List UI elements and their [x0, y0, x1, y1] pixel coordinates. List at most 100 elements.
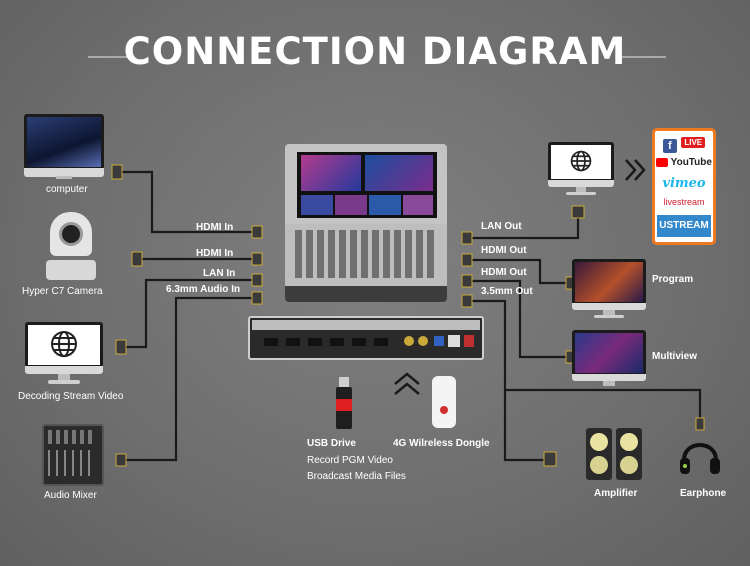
program-neck [603, 310, 615, 315]
cable-computer-hdmi [120, 170, 254, 234]
plug-lan-stream [571, 205, 585, 219]
rear-audio-jack [404, 336, 414, 346]
multiview-chin [572, 374, 646, 381]
double-chevron-up-icon [394, 372, 420, 395]
multiview-neck [603, 381, 615, 386]
cable-lan-out [470, 215, 580, 240]
dongle-logo [440, 406, 448, 414]
youtube-logo: YouTube [655, 157, 713, 168]
rear-top-rail [252, 320, 480, 330]
computer-screen [24, 114, 104, 170]
screen-src-4 [403, 195, 433, 215]
title-rule-left [88, 56, 132, 58]
plug-audio-in [251, 291, 263, 305]
double-chevron-right-icon [625, 159, 646, 181]
cable-audio-out-earphone [505, 388, 702, 425]
rear-audio-jack-2 [418, 336, 428, 346]
facebook-live-logo: f LIVE [655, 136, 713, 153]
globe-icon [570, 150, 592, 172]
vimeo-logo: vimeo [662, 176, 706, 191]
label-amplifier: Amplifier [594, 488, 638, 499]
usb-band [336, 399, 352, 411]
plug-hdmi-out-1 [461, 253, 473, 267]
usb-drive-device [336, 377, 352, 429]
label-usb-record: Record PGM Video [307, 455, 393, 466]
audio-mixer-device [42, 424, 104, 486]
decoding-foot [48, 380, 80, 384]
label-hdmi-out-2: HDMI Out [481, 267, 527, 278]
usb-plug [339, 377, 349, 387]
cable-decoding-lan [124, 278, 254, 349]
cable-audio-out-amp [470, 299, 548, 462]
rear-hdmi-ports [264, 338, 396, 346]
plug-lan-in [251, 273, 263, 287]
cable-mixer-audio [124, 296, 254, 462]
streaming-platforms: f LIVE YouTube vimeo livestream USTREAM [652, 128, 716, 245]
screen-pgm [301, 155, 361, 191]
label-program: Program [652, 274, 694, 285]
wireless-dongle-device [432, 376, 456, 428]
decoding-neck [58, 374, 70, 380]
stream-screen [548, 142, 614, 182]
headphone-icon [680, 443, 720, 474]
label-computer: computer [46, 184, 88, 195]
ustream-logo: USTREAM [657, 215, 711, 237]
program-foot [594, 315, 624, 318]
livestream-logo: livestream [663, 197, 705, 207]
switcher-screen [297, 152, 437, 218]
mixer-knobs [48, 430, 96, 444]
label-dongle: 4G Wilreless Dongle [393, 438, 490, 449]
cable-hdmi-out-program [470, 258, 572, 285]
label-audio-in: 6.3mm Audio In [166, 284, 241, 295]
plug-hdmi-in-1 [251, 225, 263, 239]
speaker-left-tweeter [590, 433, 608, 451]
switcher-rear-panel [248, 316, 484, 360]
label-usb-broadcast: Broadcast Media Files [307, 471, 406, 482]
page-title: CONNECTION DIAGRAM [123, 30, 627, 73]
rear-lan-port [448, 335, 460, 347]
speaker-left-woofer [590, 456, 608, 474]
switcher-handle [285, 286, 447, 302]
speaker-right [616, 428, 642, 480]
plug-hdmi-in-2 [251, 252, 263, 266]
stream-neck [576, 187, 586, 192]
cable-hdmi-out-multiview [470, 279, 572, 359]
label-multiview: Multiview [652, 351, 698, 362]
speaker-left [586, 428, 612, 480]
title-rule-right [622, 56, 666, 58]
mixer-faders [48, 450, 96, 476]
screen-src-3 [369, 195, 401, 215]
label-hdmi-out-1: HDMI Out [481, 245, 527, 256]
switcher-buttons [295, 230, 437, 278]
label-lan-out: LAN Out [481, 221, 522, 232]
label-lan-in: LAN In [203, 268, 236, 279]
plug-hdmi-out-2 [461, 274, 473, 288]
screen-src-1 [301, 195, 333, 215]
plug-mixer [115, 453, 127, 467]
computer-chin [24, 168, 104, 177]
label-hdmi-in-2: HDMI In [196, 248, 234, 259]
decoding-chin [25, 366, 103, 374]
ptz-camera [46, 212, 96, 280]
plug-decoding [115, 339, 127, 355]
label-hdmi-in-1: HDMI In [196, 222, 234, 233]
label-usb-drive: USB Drive [307, 438, 356, 449]
stream-foot [566, 192, 596, 195]
rear-usb-port [434, 336, 444, 346]
program-screen [572, 259, 646, 305]
speaker-right-woofer [620, 456, 638, 474]
label-audio-out: 3.5mm Out [481, 286, 533, 297]
label-mixer: Audio Mixer [44, 490, 97, 501]
plug-amp [543, 451, 557, 467]
camera-lens [59, 222, 83, 246]
screen-src-2 [335, 195, 367, 215]
computer-neck [56, 176, 72, 179]
label-earphone: Earphone [680, 488, 727, 499]
plug-earphone [695, 417, 705, 431]
plug-audio-out [461, 294, 473, 308]
label-camera: Hyper C7 Camera [22, 286, 103, 297]
switcher-keyboard [285, 224, 447, 286]
camera-base [46, 260, 96, 280]
